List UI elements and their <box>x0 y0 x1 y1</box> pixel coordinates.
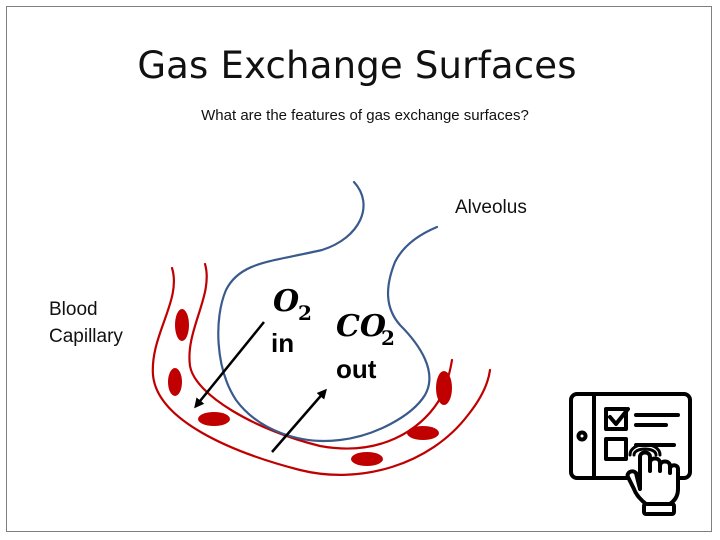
slide-subtitle: What are the features of gas exchange su… <box>201 107 529 124</box>
red-blood-cell <box>175 309 189 341</box>
co2-direction-label: out <box>336 354 377 384</box>
tablet-checklist-tap-icon <box>569 392 692 516</box>
red-blood-cell <box>168 368 182 396</box>
capillary-outer-wall <box>151 266 492 476</box>
alveolus-wall <box>217 180 439 442</box>
blood-capillary <box>151 262 492 476</box>
co2-subscript: 2 <box>381 326 395 350</box>
o2-in-arrow <box>194 321 265 409</box>
red-blood-cell <box>351 452 383 466</box>
o2-direction-label: in <box>271 328 294 358</box>
red-blood-cell <box>436 371 452 405</box>
o2-symbol: O <box>273 284 299 319</box>
co2-out-arrow <box>271 388 327 453</box>
slide-title: Gas Exchange Surfaces <box>137 44 577 87</box>
red-blood-cell <box>198 412 230 426</box>
co2-symbol: CO <box>336 309 386 344</box>
red-blood-cell <box>407 426 439 440</box>
red-blood-cells <box>168 309 452 466</box>
alveolus-label: Alveolus <box>455 197 527 218</box>
o2-subscript: 2 <box>298 301 312 325</box>
blood-capillary-label-line1: Blood <box>49 299 98 320</box>
blood-capillary-label-line2: Capillary <box>49 326 123 347</box>
